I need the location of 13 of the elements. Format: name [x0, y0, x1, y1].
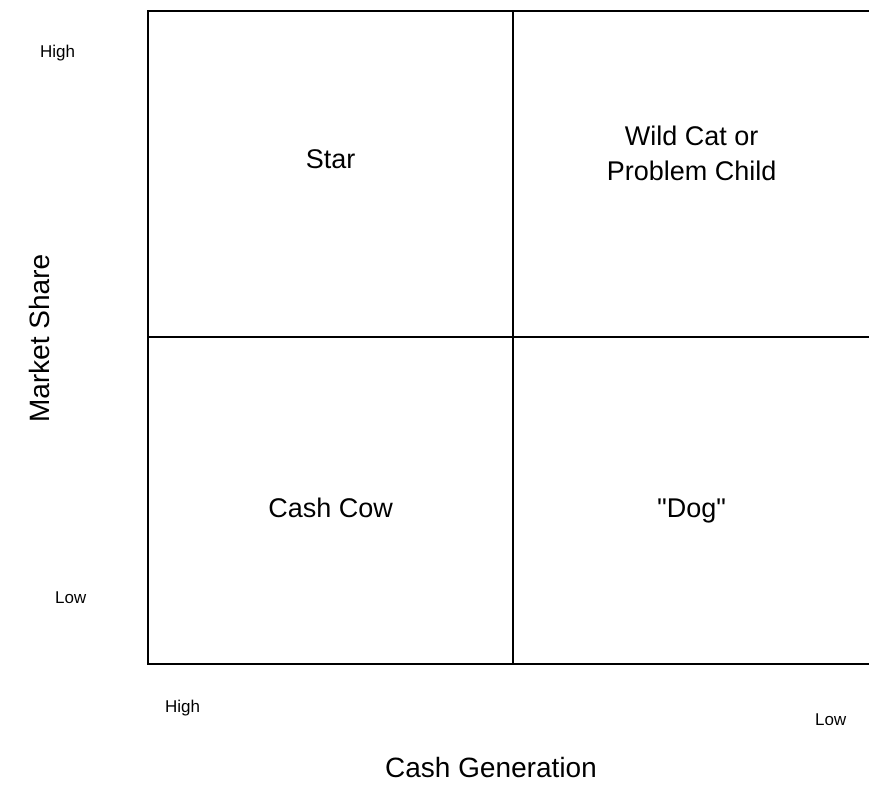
quadrant-label: Wild Cat or Problem Child — [606, 120, 778, 188]
quadrant-cell — [147, 338, 514, 665]
axis-tick-label: High — [165, 697, 200, 717]
quadrant-label: "Dog" — [657, 492, 726, 525]
quadrant-label: Cash Cow — [268, 492, 393, 525]
axis-tick-label: High — [40, 42, 75, 62]
axis-tick-label: Low — [815, 710, 846, 730]
axis-tick-label: Low — [55, 588, 86, 608]
axis-title: Market Share — [24, 254, 56, 422]
quadrant-label: Star — [306, 143, 356, 176]
quadrant-cell — [514, 10, 869, 338]
quadrant-cell — [147, 10, 514, 338]
axis-title: Cash Generation — [385, 752, 597, 784]
